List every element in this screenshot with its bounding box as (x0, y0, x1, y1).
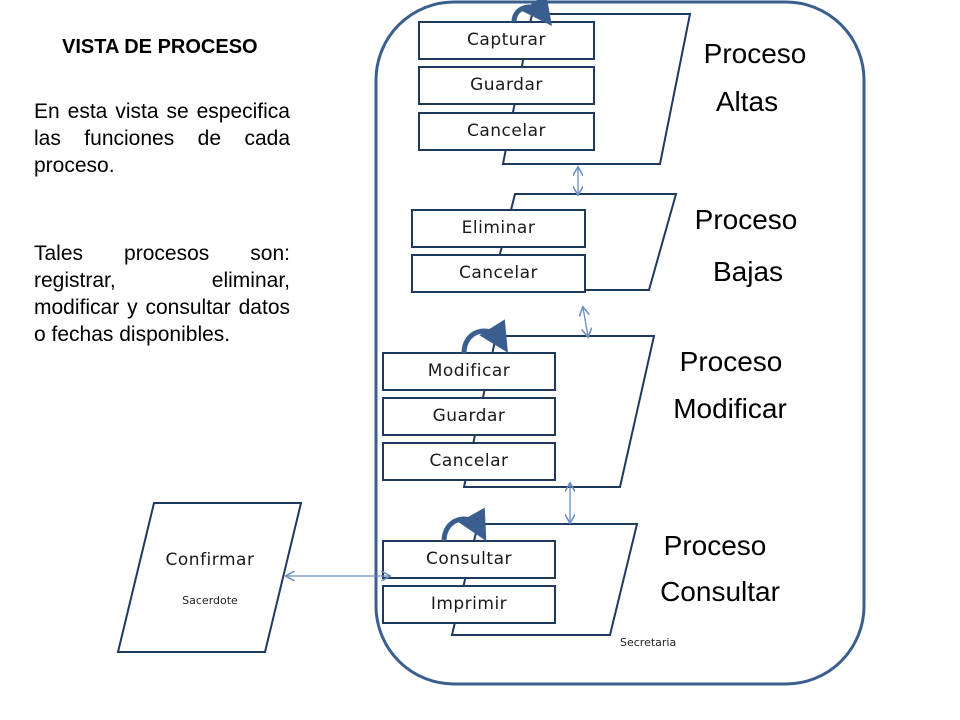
process-bajas-title-1: Proceso (694, 204, 798, 235)
process-modificar-title-2: Modificar (673, 393, 787, 424)
capturar-button[interactable]: Capturar (467, 30, 546, 50)
guardar-button[interactable]: Guardar (470, 75, 543, 95)
process-altas-title-1: Proceso (703, 38, 807, 69)
intro-paragraph-1: En esta vista se especifica las funcione… (34, 100, 290, 177)
cancelar-button[interactable]: Cancelar (467, 121, 546, 141)
secretaria-label: Secretaria (620, 636, 677, 649)
sacerdote-label: Sacerdote (182, 594, 238, 607)
loop-arrow-icon (441, 507, 487, 542)
imprimir-button[interactable]: Imprimir (430, 594, 508, 614)
guardar-button-box[interactable] (418, 66, 595, 105)
process-bajas-title-2: Bajas (712, 256, 784, 287)
confirmar-label: Confirmar (165, 550, 255, 570)
modificar-button[interactable]: Modificar (427, 361, 511, 381)
guardar-button-box[interactable] (382, 397, 556, 436)
cancelar-button-box[interactable] (411, 254, 586, 293)
process-consultar-title-1: Proceso (663, 530, 767, 561)
confirmar-shape (116, 502, 303, 653)
modificar-button-box[interactable] (382, 352, 556, 391)
page-title: VISTA DE PROCESO (62, 36, 258, 58)
secretaria-container (374, 0, 866, 686)
process-altas-title-2: Altas (715, 86, 779, 117)
eliminar-button[interactable]: Eliminar (461, 218, 536, 238)
cancelar-button-box[interactable] (418, 112, 595, 151)
intro-paragraph-2: Tales procesos son: registrar, eliminar,… (34, 242, 290, 346)
eliminar-button-box[interactable] (411, 209, 586, 248)
cancelar-button[interactable]: Cancelar (459, 263, 538, 283)
loop-arrow-icon (461, 319, 508, 354)
loop-arrow-icon (511, 0, 553, 26)
cancelar-button[interactable]: Cancelar (429, 451, 509, 471)
imprimir-button-box[interactable] (382, 585, 556, 624)
process-consultar-title-2: Consultar (660, 576, 780, 607)
connector-arrow (583, 308, 588, 336)
guardar-button[interactable]: Guardar (432, 406, 506, 426)
consultar-button[interactable]: Consultar (426, 549, 512, 569)
capturar-button-box[interactable] (418, 21, 595, 60)
cancelar-button-box[interactable] (382, 442, 556, 481)
process-modificar-title-1: Proceso (679, 346, 783, 377)
consultar-button-box[interactable] (382, 540, 556, 579)
